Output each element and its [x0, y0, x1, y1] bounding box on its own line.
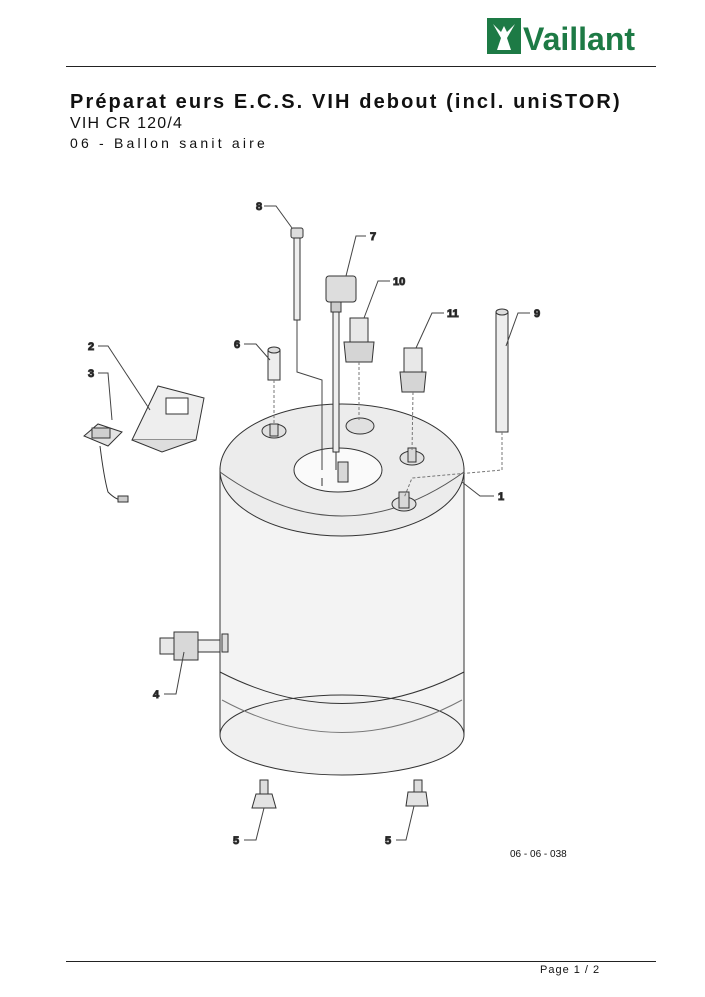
callout-6: 6: [234, 339, 240, 351]
part-2-housing: [131, 385, 205, 453]
model-name: VIH CR 120/4: [70, 115, 184, 132]
page-number: Page 1 / 2: [540, 964, 601, 976]
callout-8: 7: [370, 231, 376, 243]
callout-1: 1: [498, 491, 504, 503]
part-9-sensor-rod: [290, 227, 323, 470]
logo-wordmark: Vaillant: [523, 21, 635, 57]
side-port: [221, 633, 229, 653]
hare-figure-icon: [493, 24, 515, 50]
drawing-reference: 06 - 06 - 038: [510, 849, 567, 860]
part-6-sleeve: [267, 346, 281, 424]
callout-9: 8: [256, 201, 262, 213]
callout-5-right: 5: [385, 835, 391, 847]
callout-4: 4: [153, 689, 160, 701]
vaillant-logo: Vaillant: [487, 18, 635, 57]
footer-rule: [66, 961, 656, 962]
part-10-fitting: [343, 317, 375, 420]
part-3-sensor: [83, 423, 129, 503]
part-7-anode: [403, 308, 509, 499]
callout-3: 3: [88, 368, 94, 380]
callout-10: 10: [393, 276, 405, 288]
leader-lines: [98, 205, 530, 841]
callout-7: 9: [534, 308, 540, 320]
part-5-foot-left: [251, 779, 277, 809]
callout-2: 2: [88, 341, 94, 353]
header-rule: [66, 66, 656, 67]
part-11-fitting: [399, 347, 427, 453]
callout-5-left: 5: [233, 835, 239, 847]
part-4-fitting: [159, 631, 221, 661]
tank-top-openings: [261, 417, 425, 512]
part-8-tube: [325, 275, 357, 470]
document-title: Préparat eurs E.C.S. VIH debout (incl. u…: [70, 91, 622, 113]
callout-11: 11: [447, 308, 459, 320]
part-5-foot-right: [405, 779, 429, 807]
section-name: 06 - Ballon sanit aire: [70, 135, 269, 151]
